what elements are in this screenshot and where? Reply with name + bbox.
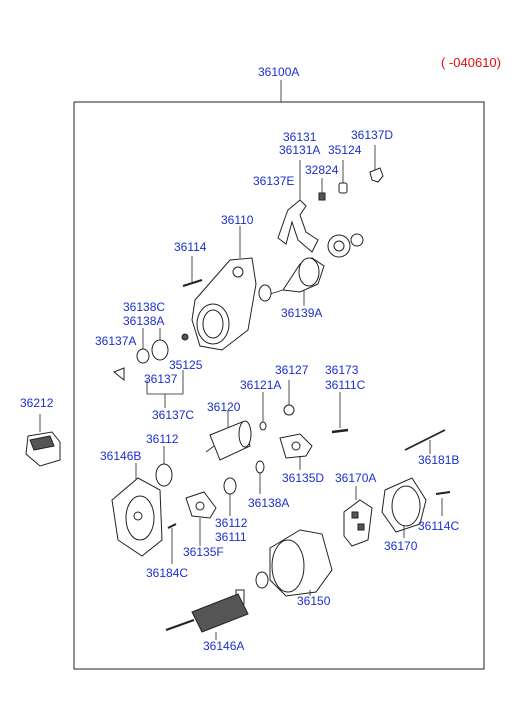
- label-35125: 35125: [169, 358, 203, 372]
- label-36111: 36111: [215, 530, 247, 544]
- armature-part: [165, 571, 269, 640]
- screw-36114C-part: [435, 491, 451, 516]
- brush-holder-part: [343, 486, 373, 547]
- label-36138C: 36138C: [123, 300, 165, 314]
- label-36137: 36137: [144, 372, 178, 386]
- label-36114C: 36114C: [418, 519, 459, 533]
- ring-36111-part: [223, 477, 237, 516]
- label-36170: 36170: [384, 539, 418, 553]
- washer-small-part: [258, 284, 272, 302]
- label-36146B: 36146B: [100, 449, 141, 463]
- label-36139A: 36139A: [281, 306, 322, 320]
- label-36112-bot: 36112: [215, 516, 248, 530]
- long-bolt-36181B-part: [404, 429, 446, 454]
- label-32824: 32824: [305, 163, 339, 177]
- end-cover-part: [381, 477, 427, 538]
- cover-36212-part: [25, 414, 61, 467]
- label-36212: 36212: [20, 396, 54, 410]
- assembly-frame: [73, 101, 485, 670]
- label-36111C: 36111C: [325, 378, 366, 392]
- label-36137D: 36137D: [351, 128, 393, 142]
- label-36184C: 36184C: [146, 566, 188, 580]
- assembly-label: 36100A: [258, 65, 299, 79]
- label-35124: 35124: [328, 143, 362, 157]
- lever-plug-part: [369, 145, 384, 183]
- date-code: ( -040610): [441, 55, 501, 70]
- pinion-gear-part: [327, 233, 364, 258]
- yoke-part: [269, 529, 333, 597]
- plate-36135F-part: [185, 491, 217, 546]
- group-bracket-36137C: [146, 370, 184, 408]
- label-36173: 36173: [325, 363, 359, 377]
- gasket-36135D-part: [279, 433, 313, 470]
- label-36138A-mid: 36138A: [248, 496, 289, 510]
- label-36137A: 36137A: [95, 334, 136, 348]
- label-36181B: 36181B: [418, 453, 459, 467]
- label-36135D: 36135D: [282, 471, 324, 485]
- label-36127: 36127: [275, 363, 309, 377]
- housing-part: [191, 226, 257, 351]
- label-36110: 36110: [221, 213, 254, 227]
- label-36150: 36150: [297, 594, 331, 608]
- ring-36138A-part: [255, 460, 265, 494]
- label-36121A: 36121A: [240, 378, 281, 392]
- bolt-36111C-part: [331, 392, 349, 434]
- bearing-part: [136, 328, 150, 364]
- label-36135F: 36135F: [183, 545, 224, 559]
- through-bolt-part: [182, 256, 203, 287]
- shift-lever-part: [277, 160, 319, 253]
- planet-gear-part: [151, 328, 169, 361]
- retainer-clip-part: [113, 367, 125, 382]
- label-36120: 36120: [207, 400, 241, 414]
- washer-36121A-part: [259, 392, 267, 431]
- shaft-assembly-part: [269, 257, 325, 306]
- label-36131A: 36131A: [279, 143, 320, 157]
- nut-part: [283, 380, 295, 416]
- label-36137C: 36137C: [152, 408, 194, 422]
- label-36114: 36114: [174, 240, 207, 254]
- ball-part: [181, 333, 189, 341]
- label-36138A-top: 36138A: [123, 314, 164, 328]
- label-36146A: 36146A: [203, 639, 244, 653]
- lever-pin-part: [318, 178, 326, 201]
- ring-36112-part: [155, 446, 173, 487]
- label-36131: 36131: [283, 130, 317, 144]
- label-36170A: 36170A: [335, 471, 376, 485]
- label-36112-top: 36112: [146, 432, 179, 446]
- label-36137E: 36137E: [253, 174, 294, 188]
- solenoid-part: [205, 410, 252, 461]
- front-cover-part: [111, 463, 163, 557]
- lever-spring-part: [338, 160, 348, 194]
- screw-36184C-part: [167, 523, 177, 564]
